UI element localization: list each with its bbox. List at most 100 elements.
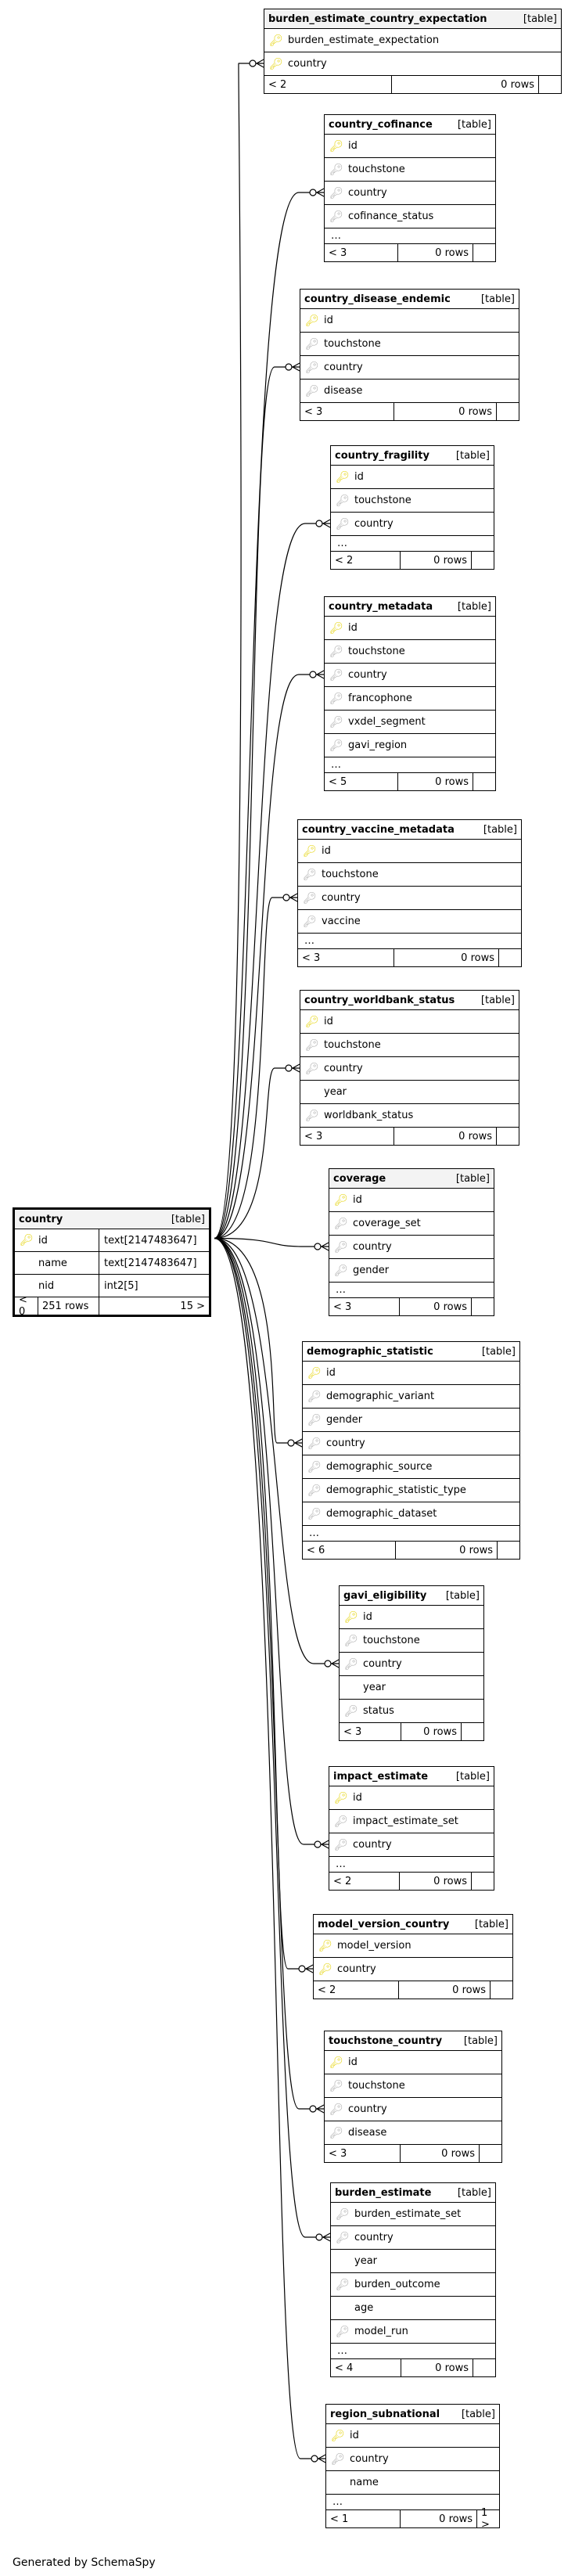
children-count[interactable] [462,1723,483,1740]
column-row-touchstone[interactable]: 🔑︎touchstone [300,1034,519,1057]
column-row-cofinance-status[interactable]: 🔑︎cofinance_status [325,205,495,228]
table-country-cofinance[interactable]: country_cofinance[table]🔑︎id🔑︎touchstone… [324,114,496,262]
parents-count[interactable]: < 2 [264,76,392,93]
children-count[interactable] [480,2145,501,2162]
column-row-impact-estimate-set[interactable]: 🔑︎impact_estimate_set [329,1810,494,1833]
column-row-demographic-dataset[interactable]: 🔑︎demographic_dataset [303,1502,519,1526]
children-count[interactable] [497,403,519,420]
table-country-vaccine-metadata[interactable]: country_vaccine_metadata[table]🔑︎id🔑︎tou… [297,819,522,967]
column-row-id[interactable]: 🔑︎id [329,1189,494,1212]
column-row-name[interactable]: name [326,2471,499,2495]
table-gavi-eligibility[interactable]: gavi_eligibility[table]🔑︎id🔑︎touchstone🔑… [339,1585,484,1741]
column-row-touchstone[interactable]: 🔑︎touchstone [325,640,495,664]
children-count[interactable] [472,552,494,569]
column-row-age[interactable]: age [331,2297,495,2320]
children-count[interactable] [539,76,561,93]
children-count[interactable] [499,949,521,966]
parents-count[interactable]: < 2 [314,1981,400,1999]
children-count[interactable] [498,1542,519,1559]
table-touchstone-country[interactable]: touchstone_country[table]🔑︎id🔑︎touchston… [324,2031,502,2163]
column-row-country[interactable]: 🔑︎country [300,1057,519,1081]
column-row-nid[interactable]: nid int2[5] [15,1275,209,1297]
column-row-touchstone[interactable]: 🔑︎touchstone [331,489,494,513]
column-row-disease[interactable]: 🔑︎disease [300,380,519,403]
column-row-coverage-set[interactable]: 🔑︎coverage_set [329,1212,494,1236]
parents-count[interactable]: < 3 [325,244,398,261]
column-row-burden-outcome[interactable]: 🔑︎burden_outcome [331,2273,495,2297]
table-burden-estimate[interactable]: burden_estimate[table]🔑︎burden_estimate_… [330,2182,496,2377]
column-row-name[interactable]: name text[2147483647] [15,1252,209,1275]
column-row-country[interactable]: 🔑︎country [329,1236,494,1259]
parents-count[interactable]: < 2 [331,552,401,569]
column-row-status[interactable]: 🔑︎status [340,1700,483,1723]
column-row-model-run[interactable]: 🔑︎model_run [331,2320,495,2344]
column-row-year[interactable]: year [300,1081,519,1104]
column-row-country[interactable]: 🔑︎country [325,2098,501,2121]
table-country-disease-endemic[interactable]: country_disease_endemic[table]🔑︎id🔑︎touc… [300,289,519,421]
column-row-francophone[interactable]: 🔑︎francophone [325,687,495,711]
column-row-country[interactable]: 🔑︎country [298,887,521,910]
column-row-country[interactable]: 🔑︎country [329,1833,494,1857]
column-row-id[interactable]: 🔑︎id [329,1786,494,1810]
column-row-id[interactable]: 🔑︎id [300,1010,519,1034]
column-row-country[interactable]: 🔑︎country [264,52,561,76]
column-row-year[interactable]: year [340,1676,483,1700]
children-count[interactable] [473,244,495,261]
parents-count[interactable]: < 5 [325,773,398,790]
parents-count[interactable]: < 1 [326,2510,401,2527]
children-count[interactable] [473,773,495,790]
parents-count[interactable]: < 2 [329,1873,401,1890]
column-row-id[interactable]: 🔑︎id text[2147483647] [15,1229,209,1252]
column-row-gavi-region[interactable]: 🔑︎gavi_region [325,734,495,757]
column-row-id[interactable]: 🔑︎id [303,1362,519,1385]
parents-count[interactable]: < 3 [298,949,394,966]
parents-count[interactable]: < 3 [340,1723,402,1740]
parents-count[interactable]: < 3 [300,1128,394,1145]
parents-count[interactable]: < 3 [325,2145,401,2162]
column-row-id[interactable]: 🔑︎id [326,2424,499,2448]
column-row-vaccine[interactable]: 🔑︎vaccine [298,910,521,934]
column-row-id[interactable]: 🔑︎id [331,466,494,489]
column-row-disease[interactable]: 🔑︎disease [325,2121,501,2145]
table-burden-estimate-country-expectation[interactable]: burden_estimate_country_expectation[tabl… [264,9,562,94]
children-count[interactable] [473,2359,495,2376]
column-row-burden-estimate-expectation[interactable]: 🔑︎burden_estimate_expectation [264,29,561,52]
children-count[interactable]: 15 > [180,1300,205,1312]
column-row-year[interactable]: year [331,2250,495,2273]
children-count[interactable] [472,1298,494,1315]
table-country-fragility[interactable]: country_fragility[table]🔑︎id🔑︎touchstone… [330,445,494,570]
table-coverage[interactable]: coverage[table]🔑︎id🔑︎coverage_set🔑︎count… [329,1168,494,1316]
parents-count[interactable]: < 0 [15,1294,38,1318]
column-row-touchstone[interactable]: 🔑︎touchstone [325,2074,501,2098]
column-row-id[interactable]: 🔑︎id [325,135,495,158]
parents-count[interactable]: < 3 [329,1298,401,1315]
column-row-country[interactable]: 🔑︎country [325,664,495,687]
table-demographic-statistic[interactable]: demographic_statistic[table]🔑︎id🔑︎demogr… [302,1341,520,1560]
parents-count[interactable]: < 6 [303,1542,397,1559]
column-row-country[interactable]: 🔑︎country [340,1653,483,1676]
column-row-id[interactable]: 🔑︎id [325,2051,501,2074]
column-row-country[interactable]: 🔑︎country [331,513,494,536]
column-row-gender[interactable]: 🔑︎gender [303,1409,519,1432]
children-count[interactable] [472,1873,494,1890]
column-row-demographic-statistic-type[interactable]: 🔑︎demographic_statistic_type [303,1479,519,1502]
column-row-country[interactable]: 🔑︎country [303,1432,519,1455]
column-row-gender[interactable]: 🔑︎gender [329,1259,494,1283]
children-count[interactable] [491,1981,512,1999]
column-row-country[interactable]: 🔑︎country [314,1958,512,1981]
column-row-country[interactable]: 🔑︎country [325,182,495,205]
column-row-id[interactable]: 🔑︎id [340,1606,483,1629]
column-row-vxdel-segment[interactable]: 🔑︎vxdel_segment [325,711,495,734]
table-country-worldbank-status[interactable]: country_worldbank_status[table]🔑︎id🔑︎tou… [300,990,519,1146]
children-count[interactable]: 1 > [481,2507,490,2531]
column-row-id[interactable]: 🔑︎id [298,840,521,863]
column-row-id[interactable]: 🔑︎id [325,617,495,640]
column-row-touchstone[interactable]: 🔑︎touchstone [300,333,519,356]
column-row-demographic-variant[interactable]: 🔑︎demographic_variant [303,1385,519,1409]
children-count[interactable] [497,1128,519,1145]
column-row-country[interactable]: 🔑︎country [300,356,519,380]
column-row-touchstone[interactable]: 🔑︎touchstone [340,1629,483,1653]
column-row-country[interactable]: 🔑︎country [326,2448,499,2471]
column-row-touchstone[interactable]: 🔑︎touchstone [298,863,521,887]
